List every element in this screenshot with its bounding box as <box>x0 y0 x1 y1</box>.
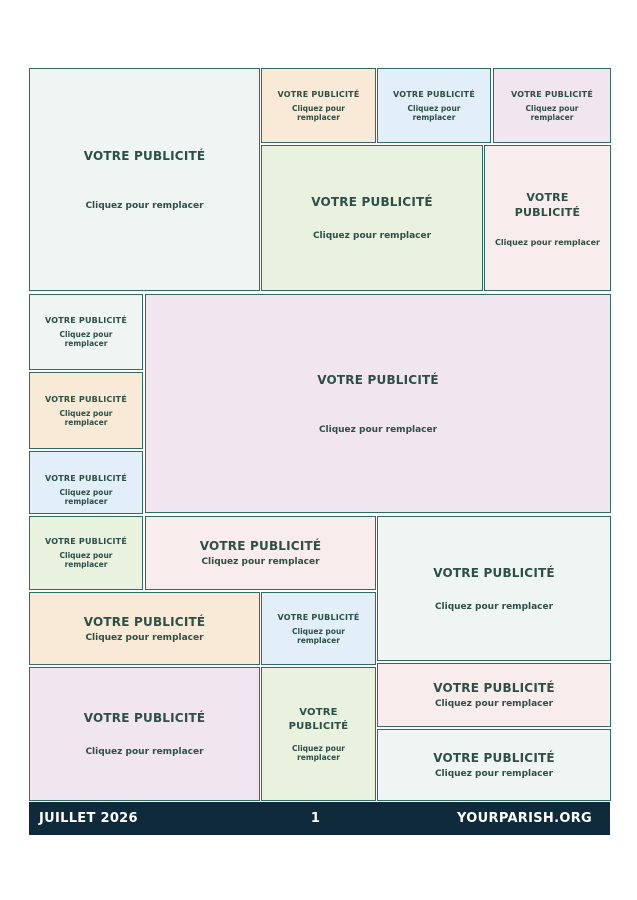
ad-slot-3[interactable]: VOTRE PUBLICITÉ Cliquez pour remplacer <box>377 68 491 143</box>
ad-title: VOTRE PUBLICITÉ <box>44 316 128 325</box>
ad-subtitle: Cliquez pour remplacer <box>59 487 113 506</box>
ad-slot-11[interactable]: VOTRE PUBLICITÉ Cliquez pour remplacer <box>29 516 143 590</box>
ad-subtitle: Cliquez pour remplacer <box>85 200 204 211</box>
ad-title: VOTRE PUBLICITÉ <box>288 707 349 732</box>
ad-slot-7[interactable]: VOTRE PUBLICITÉ Cliquez pour remplacer <box>29 294 143 370</box>
ad-title: VOTRE PUBLICITÉ <box>83 614 206 629</box>
page-footer: JUILLET 2026 1 YOURPARISH.ORG <box>29 802 610 835</box>
ad-subtitle: Cliquez pour remplacer <box>434 769 554 779</box>
ad-slot-17[interactable]: VOTRE PUBLICITÉ Cliquez pour remplacer <box>261 667 376 801</box>
ad-slot-12[interactable]: VOTRE PUBLICITÉ Cliquez pour remplacer <box>145 516 376 590</box>
ad-slot-8[interactable]: VOTRE PUBLICITÉ Cliquez pour remplacer <box>29 372 143 449</box>
ad-title: VOTRE PUBLICITÉ <box>311 195 433 209</box>
ad-slot-4[interactable]: VOTRE PUBLICITÉ Cliquez pour remplacer <box>493 68 611 143</box>
ad-slot-5[interactable]: VOTRE PUBLICITÉ Cliquez pour remplacer <box>261 145 483 291</box>
ad-title: VOTRE PUBLICITÉ <box>433 751 555 765</box>
ad-title: VOTRE PUBLICITÉ <box>433 681 555 695</box>
ad-title: VOTRE PUBLICITÉ <box>83 711 206 725</box>
ad-subtitle: Cliquez pour remplacer <box>495 237 600 247</box>
ad-title: VOTRE PUBLICITÉ <box>83 148 206 163</box>
ad-title: VOTRE PUBLICITÉ <box>44 394 128 404</box>
footer-page-number: 1 <box>310 811 321 826</box>
ad-title: VOTRE PUBLICITÉ <box>44 473 128 483</box>
ad-slot-6[interactable]: VOTRE PUBLICITÉ Cliquez pour remplacer <box>484 145 611 291</box>
ad-slot-15[interactable]: VOTRE PUBLICITÉ Cliquez pour remplacer <box>261 592 376 665</box>
ad-slot-18[interactable]: VOTRE PUBLICITÉ Cliquez pour remplacer <box>377 663 611 727</box>
ad-title: VOTRE PUBLICITÉ <box>514 190 581 219</box>
ad-title: VOTRE PUBLICITÉ <box>317 372 439 387</box>
ad-slot-16[interactable]: VOTRE PUBLICITÉ Cliquez pour remplacer <box>29 667 260 801</box>
ad-slot-9[interactable]: VOTRE PUBLICITÉ Cliquez pour remplacer <box>29 451 143 514</box>
ad-title: VOTRE PUBLICITÉ <box>392 89 476 99</box>
ad-subtitle: Cliquez pour remplacer <box>292 626 345 645</box>
ad-subtitle: Cliquez pour remplacer <box>201 557 320 567</box>
ad-slot-19[interactable]: VOTRE PUBLICITÉ Cliquez pour remplacer <box>377 729 611 801</box>
ad-title: VOTRE PUBLICITÉ <box>510 89 594 99</box>
ad-slot-10[interactable]: VOTRE PUBLICITÉ Cliquez pour remplacer <box>145 294 611 513</box>
ad-title: VOTRE PUBLICITÉ <box>199 539 322 553</box>
ad-title: VOTRE PUBLICITÉ <box>44 537 128 546</box>
footer-date: JUILLET 2026 <box>39 811 138 826</box>
ad-subtitle: Cliquez pour remplacer <box>292 744 345 762</box>
ad-slot-14[interactable]: VOTRE PUBLICITÉ Cliquez pour remplacer <box>29 592 260 665</box>
footer-website: YOURPARISH.ORG <box>457 811 592 826</box>
ad-subtitle: Cliquez pour remplacer <box>434 601 554 612</box>
ad-slot-2[interactable]: VOTRE PUBLICITÉ Cliquez pour remplacer <box>261 68 376 143</box>
ad-title: VOTRE PUBLICITÉ <box>433 565 555 580</box>
ad-slot-13[interactable]: VOTRE PUBLICITÉ Cliquez pour remplacer <box>377 516 611 661</box>
ad-subtitle: Cliquez pour remplacer <box>318 424 438 435</box>
ad-subtitle: Cliquez pour remplacer <box>434 699 554 709</box>
ad-title: VOTRE PUBLICITÉ <box>277 89 360 99</box>
ad-subtitle: Cliquez pour remplacer <box>292 103 345 122</box>
ad-subtitle: Cliquez pour remplacer <box>59 330 113 348</box>
ad-subtitle: Cliquez pour remplacer <box>85 632 204 643</box>
ad-subtitle: Cliquez pour remplacer <box>525 103 579 122</box>
ad-subtitle: Cliquez pour remplacer <box>312 231 432 241</box>
ad-subtitle: Cliquez pour remplacer <box>59 408 113 427</box>
ad-slot-1[interactable]: VOTRE PUBLICITÉ Cliquez pour remplacer <box>29 68 260 291</box>
ad-title: VOTRE PUBLICITÉ <box>277 612 360 622</box>
ad-subtitle: Cliquez pour remplacer <box>407 103 461 122</box>
ad-subtitle: Cliquez pour remplacer <box>59 551 113 569</box>
ad-subtitle: Cliquez pour remplacer <box>85 747 204 757</box>
